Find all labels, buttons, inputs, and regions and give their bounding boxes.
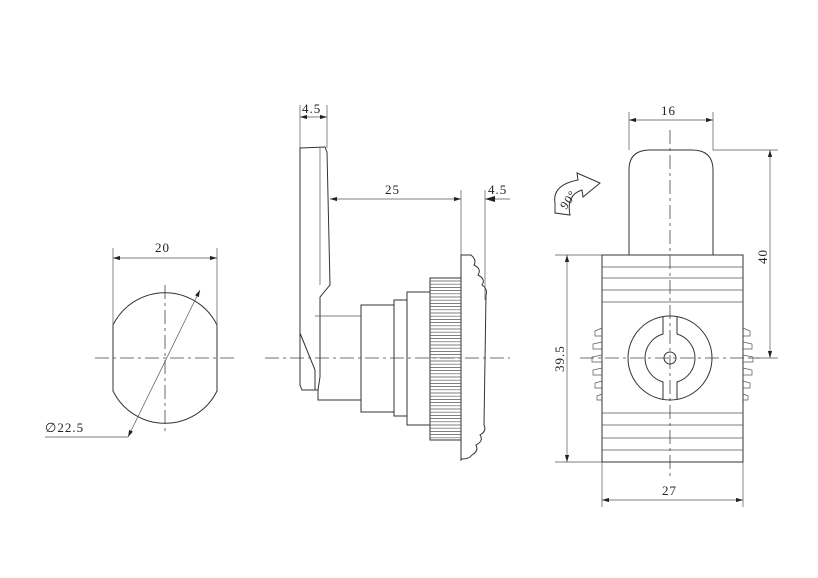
front-view: 20 ∅22.5: [45, 240, 235, 438]
left-teeth: [591, 327, 603, 401]
body-length-dimension: 25: [385, 182, 400, 197]
keyway: [644, 317, 696, 399]
rotation-arrow-icon: [554, 172, 601, 216]
rotation-label: 90°: [557, 187, 580, 211]
lever-thickness-dimension: 4.5: [302, 101, 321, 116]
lever: [299, 146, 331, 391]
handle: [628, 149, 714, 255]
diameter-dimension: ∅22.5: [45, 420, 84, 435]
body-width-dimension: 27: [662, 483, 677, 498]
height-dimension: 40: [755, 249, 770, 264]
width-dimension: 20: [155, 240, 170, 255]
right-teeth: [742, 327, 754, 401]
handle-width-dimension: 16: [661, 103, 676, 118]
rear-view: 16 40 39.5 27 90°: [552, 103, 778, 507]
side-view: 4.5 25 4.5: [265, 101, 510, 462]
flange-thickness-dimension: 4.5: [488, 182, 507, 197]
body: [601, 254, 744, 463]
body-height-dimension: 39.5: [552, 345, 567, 372]
flange: [460, 254, 487, 462]
